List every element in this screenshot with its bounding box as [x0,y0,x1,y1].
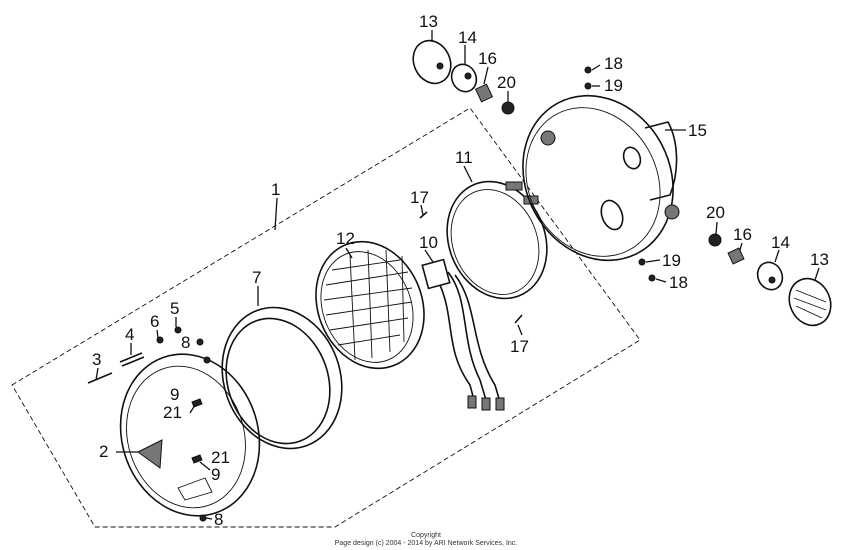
mounting-ring[interactable] [430,166,564,313]
callout-18-upper: 18 [604,54,623,73]
callout-21-lower: 21 [211,448,230,467]
callout-19-lower: 19 [662,251,681,270]
assembly-frame [11,107,641,528]
callout-10: 10 [419,233,438,252]
callout-20-left: 20 [497,73,516,92]
callout-18-lower: 18 [669,273,688,292]
callout-4: 4 [125,325,134,344]
indicator-housing-right[interactable] [753,258,787,294]
leader-lines [95,30,820,520]
callout-9-lower: 9 [211,465,220,484]
callout-19-upper: 19 [604,76,623,95]
callout-16-left: 16 [478,49,497,68]
callout-7: 7 [252,268,261,287]
callout-21-upper: 21 [163,403,182,422]
headlight-rim[interactable] [100,336,280,534]
callout-8-upper: 8 [181,333,190,352]
callout-9-upper: 9 [170,385,179,404]
bulb-socket-harness[interactable] [421,258,505,411]
copyright-line-2: Page design (c) 2004 - 2014 by ARI Netwo… [335,540,518,547]
callout-12: 12 [336,229,355,248]
callout-2: 2 [99,442,108,461]
indicator-socket-right[interactable] [727,247,745,265]
fasteners [87,66,656,522]
callout-1: 1 [271,180,280,199]
callout-13-right: 13 [810,250,829,269]
callout-20-right: 20 [706,203,725,222]
indicator-lens-left[interactable] [406,34,457,89]
callout-17-lower: 17 [510,337,529,356]
callout-16-right: 16 [733,225,752,244]
callout-11: 11 [455,148,473,167]
callout-17-upper: 17 [410,188,429,207]
callout-8-lower: 8 [214,510,223,529]
callout-15: 15 [688,121,707,140]
copyright-line-1: Copyright [411,532,441,539]
callout-13-left: 13 [419,12,438,31]
grommet-right[interactable] [708,233,722,247]
callout-labels: 1 2 3 4 5 6 7 8 8 9 9 10 11 12 13 13 14 … [92,12,829,529]
callout-5: 5 [170,299,179,318]
indicator-lens-right[interactable] [782,272,839,332]
callout-14-right: 14 [771,233,790,252]
rubber-seal-ring[interactable] [203,291,361,466]
grommet-left[interactable] [501,101,515,115]
sealed-beam-unit[interactable] [297,225,442,384]
callout-3: 3 [92,350,101,369]
callout-6: 6 [150,312,159,331]
headlight-case[interactable] [495,69,702,287]
callout-14-left: 14 [458,28,477,47]
indicator-socket-left[interactable] [474,83,494,103]
indicator-housing-left[interactable] [447,60,481,96]
